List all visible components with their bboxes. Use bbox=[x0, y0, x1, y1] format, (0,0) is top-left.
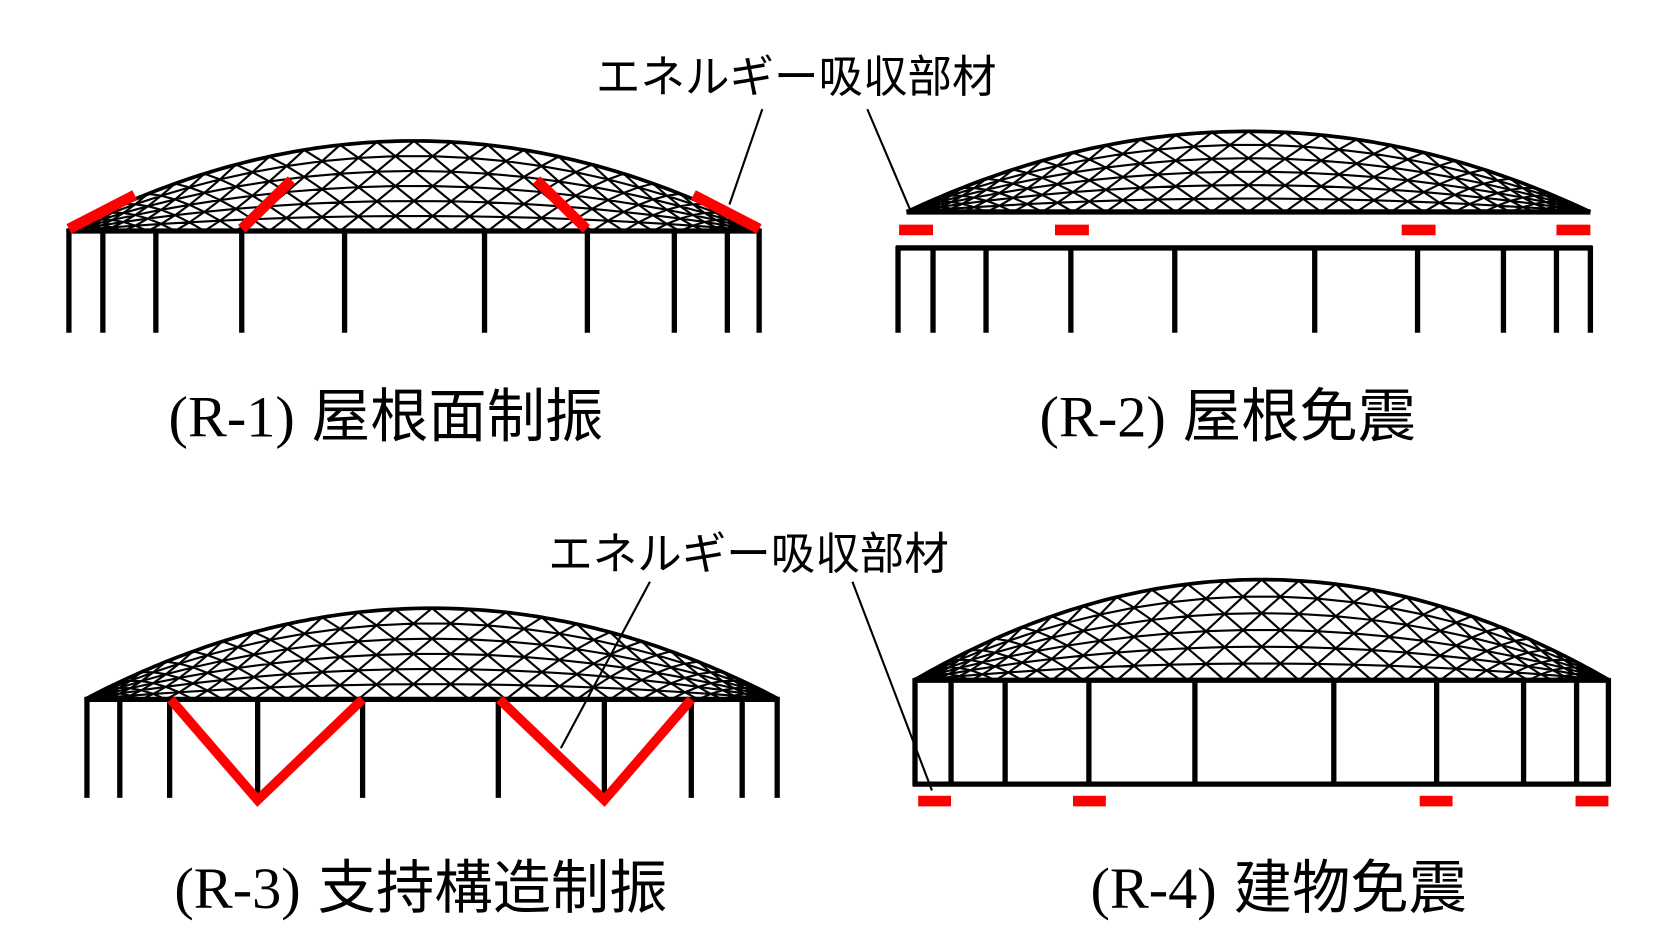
leader-line-to-r1-damper bbox=[728, 108, 764, 205]
leader-line-to-r3-brace bbox=[559, 581, 651, 749]
r3-brace-damper bbox=[496, 695, 695, 807]
caption-r3: (R-3) 支持構造制振 bbox=[174, 854, 667, 922]
r3-dome-outline bbox=[83, 606, 781, 702]
caption-r4: (R-4) 建物免震 bbox=[1090, 854, 1466, 922]
leader-line-to-r2-bearing bbox=[866, 108, 911, 210]
caption-r2-title: 屋根免震 bbox=[1183, 383, 1416, 451]
r2-isolation-bearing bbox=[1401, 224, 1436, 236]
r1-roof-damper bbox=[532, 176, 591, 233]
r4-isolation-bearing bbox=[1419, 795, 1453, 807]
energy-absorber-label-bottom: エネルギー吸収部材 bbox=[548, 529, 949, 580]
r4-dome-outline bbox=[913, 577, 1611, 682]
caption-r1: (R-1) 屋根面制振 bbox=[169, 383, 604, 451]
r1-roof-damper bbox=[690, 190, 762, 234]
r2-isolation-bearing bbox=[1556, 224, 1591, 236]
r1-roof-damper bbox=[238, 176, 296, 233]
caption-r4-title: 建物免震 bbox=[1234, 854, 1467, 922]
r4-isolation-bearing bbox=[1072, 795, 1106, 807]
r4-isolation-bearing bbox=[918, 795, 952, 807]
caption-r2-code: (R-2) bbox=[1040, 385, 1166, 450]
energy-absorber-label-top: エネルギー吸収部材 bbox=[596, 52, 997, 103]
r2-dome-outline bbox=[905, 129, 1592, 214]
r2-isolation-bearing bbox=[899, 224, 934, 236]
r1-roof-damper bbox=[66, 190, 138, 234]
r2-isolation-bearing bbox=[1054, 224, 1089, 236]
r4-isolation-bearing bbox=[1575, 795, 1609, 807]
r2-dome-lattice bbox=[906, 130, 1591, 213]
r3-brace-damper bbox=[167, 695, 366, 807]
leader-line-to-r4-bearing bbox=[851, 581, 933, 791]
caption-r4-code: (R-4) bbox=[1090, 856, 1216, 921]
caption-r1-code: (R-1) bbox=[169, 385, 295, 450]
caption-r3-title: 支持構造制振 bbox=[318, 854, 668, 922]
structure-layer bbox=[65, 108, 1612, 807]
r3-dome-lattice bbox=[84, 607, 780, 701]
r1-dome-outline bbox=[65, 139, 763, 233]
caption-r1-title: 屋根面制振 bbox=[312, 383, 603, 451]
caption-r3-code: (R-3) bbox=[174, 856, 300, 921]
caption-r2: (R-2) 屋根免震 bbox=[1040, 383, 1416, 451]
r4-dome-lattice bbox=[913, 578, 1610, 682]
